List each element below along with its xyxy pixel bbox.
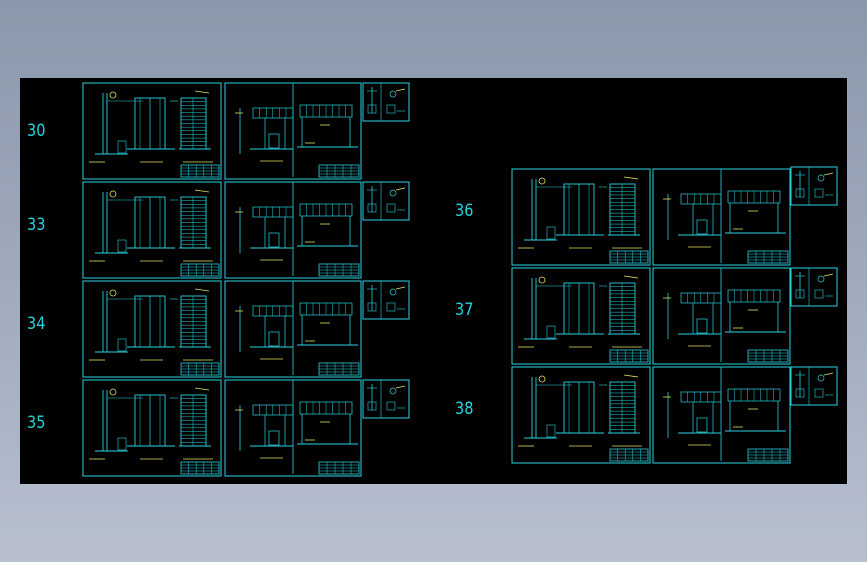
- drawing-sheet-right-r1: [652, 267, 791, 365]
- row-label-33: 33: [27, 215, 46, 235]
- cad-model-space[interactable]: 30 33 34 35 36 37 38: [20, 78, 847, 484]
- row-label-35: 35: [27, 413, 46, 433]
- drawing-sheet-left-3: [82, 379, 222, 477]
- drawing-sheet-right-3: [224, 379, 362, 477]
- detail-sheet-r2: [790, 366, 838, 406]
- row-label-34: 34: [27, 314, 46, 334]
- row-label-30: 30: [27, 121, 46, 141]
- detail-sheet-r1: [790, 267, 838, 307]
- drawing-sheet-right-0: [224, 82, 362, 180]
- row-label-38: 38: [455, 399, 474, 419]
- row-label-37: 37: [455, 300, 474, 320]
- detail-sheet-1: [362, 181, 410, 221]
- drawing-sheet-left-0: [82, 82, 222, 180]
- drawing-sheet-right-r2: [652, 366, 791, 464]
- row-label-36: 36: [455, 201, 474, 221]
- detail-sheet-r0: [790, 166, 838, 206]
- drawing-sheet-right-r0: [652, 168, 791, 266]
- detail-sheet-0: [362, 82, 410, 122]
- drawing-sheet-left-r2: [511, 366, 651, 464]
- detail-sheet-3: [362, 379, 410, 419]
- drawing-sheet-left-1: [82, 181, 222, 279]
- drawing-sheet-left-r0: [511, 168, 651, 266]
- drawing-sheet-right-1: [224, 181, 362, 279]
- detail-sheet-2: [362, 280, 410, 320]
- drawing-sheet-left-2: [82, 280, 222, 378]
- cad-drawing[interactable]: [20, 78, 847, 484]
- drawing-sheet-left-r1: [511, 267, 651, 365]
- drawing-sheet-right-2: [224, 280, 362, 378]
